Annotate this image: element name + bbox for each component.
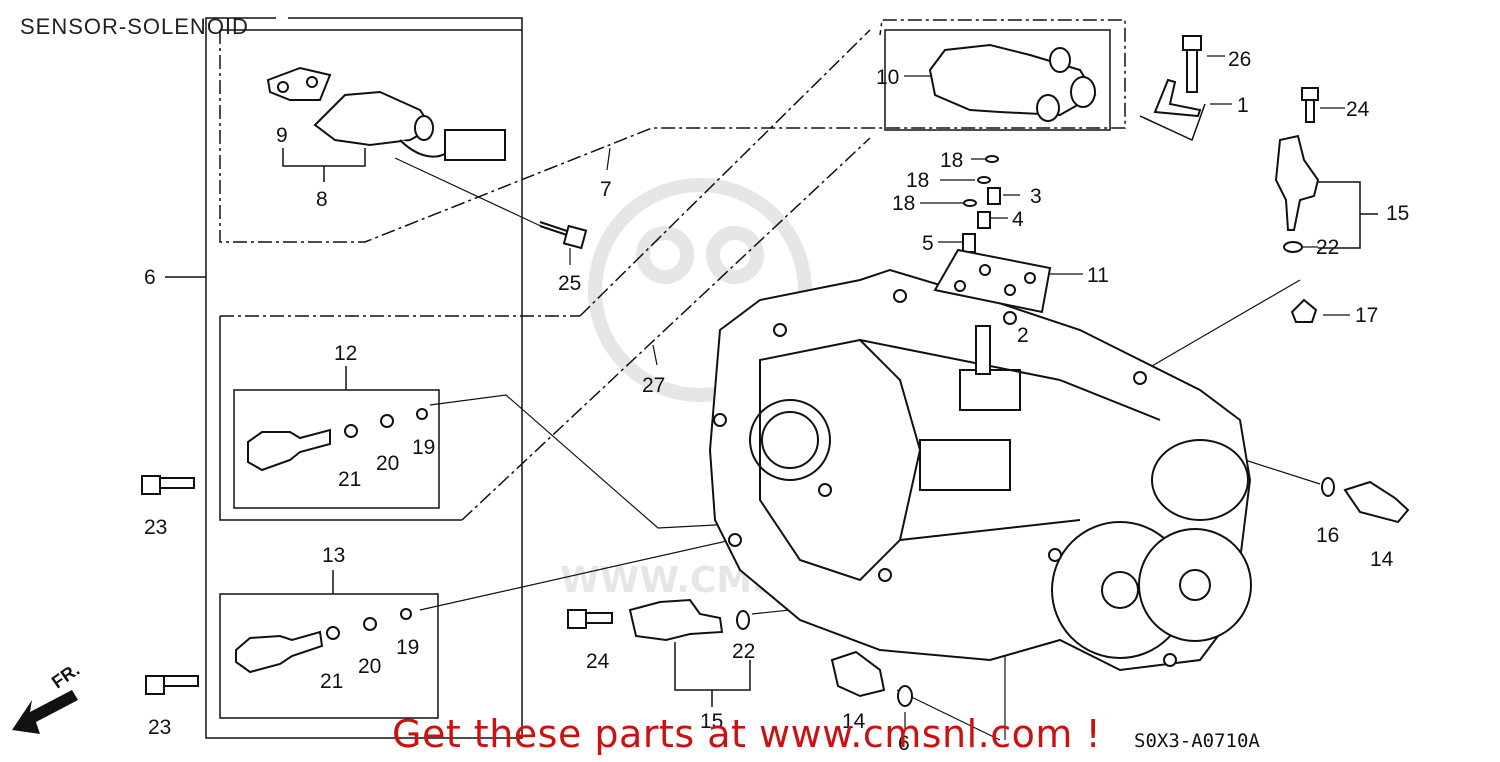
- front-direction-arrow: [12, 690, 78, 734]
- callout-5: 5: [922, 232, 934, 255]
- callout-11: 11: [1087, 264, 1109, 287]
- callout-22-top: 22: [1316, 236, 1339, 259]
- callout-10: 10: [876, 66, 899, 89]
- callout-23-b: 23: [148, 716, 171, 739]
- callout-21-a: 21: [338, 468, 361, 491]
- callout-13: 13: [322, 544, 345, 567]
- callout-20-b: 20: [358, 655, 381, 678]
- drawing-code: S0X3-A0710A: [1134, 730, 1260, 752]
- callout-17: 17: [1355, 304, 1378, 327]
- callout-24-top: 24: [1346, 98, 1370, 121]
- callout-labels: 26 1 24 10 9 8 7 18 18 18 3 4 5 15 22 25…: [144, 48, 1409, 755]
- callout-14-right: 14: [1370, 548, 1394, 571]
- callout-27: 27: [642, 374, 665, 397]
- callout-20-a: 20: [376, 452, 399, 475]
- callout-12: 12: [334, 342, 357, 365]
- callout-26: 26: [1228, 48, 1251, 71]
- callout-19-a: 19: [412, 436, 435, 459]
- callout-8: 8: [316, 188, 328, 211]
- callout-15-bottom: 15: [700, 710, 723, 733]
- callout-16: 16: [1316, 524, 1339, 547]
- callout-25: 25: [558, 272, 581, 295]
- callout-23-a: 23: [144, 516, 167, 539]
- group-frames: [165, 17, 1378, 739]
- callout-15-top: 15: [1386, 202, 1409, 225]
- promo-link-text[interactable]: Get these parts at www.cmsnl.com !: [392, 712, 1102, 756]
- callout-18-a: 18: [940, 149, 963, 172]
- callout-3: 3: [1030, 185, 1042, 208]
- callout-24-bottom: 24: [586, 650, 610, 673]
- callout-14-bottom: 14: [842, 710, 866, 733]
- callout-1: 1: [1237, 94, 1249, 117]
- callout-21-b: 21: [320, 670, 343, 693]
- callout-22-bottom: 22: [732, 640, 755, 663]
- callout-18-c: 18: [892, 192, 915, 215]
- transmission-housing: [708, 268, 1252, 672]
- callout-9: 9: [276, 124, 288, 147]
- callout-2: 2: [1017, 324, 1029, 347]
- parts: [141, 35, 1410, 707]
- callout-7: 7: [600, 178, 612, 201]
- callout-18-b: 18: [906, 169, 929, 192]
- callout-19-b: 19: [396, 636, 419, 659]
- callout-6-left: 6: [144, 266, 156, 289]
- callout-4: 4: [1012, 208, 1024, 231]
- callout-6-bottom: 6: [898, 732, 910, 755]
